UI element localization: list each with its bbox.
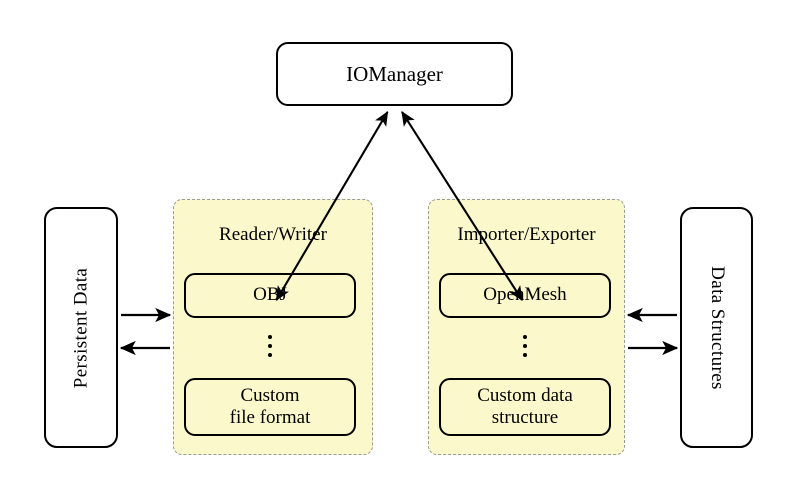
persistent-data-label: Persistent Data <box>70 267 92 388</box>
importer-exporter-ellipsis <box>439 330 611 362</box>
data-structures-box[interactable]: Data Structures <box>680 207 753 448</box>
reader-writer-ellipsis <box>184 330 356 362</box>
persistent-data-box[interactable]: Persistent Data <box>44 207 118 448</box>
item-openmesh[interactable]: OpenMesh <box>439 273 611 318</box>
data-structures-label: Data Structures <box>706 265 728 390</box>
item-custom-file-format[interactable]: Custom file format <box>184 378 356 436</box>
panel-reader-writer-title: Reader/Writer <box>219 224 327 245</box>
item-custom-data-structure-line2: structure <box>491 407 559 428</box>
item-obj[interactable]: OBJ <box>184 273 356 318</box>
item-custom-file-format-line2: file format <box>229 407 311 428</box>
item-openmesh-label: OpenMesh <box>483 284 567 306</box>
item-custom-file-format-line1: Custom <box>240 384 300 406</box>
item-custom-data-structure[interactable]: Custom data structure <box>439 378 611 436</box>
iomanager-label: IOManager <box>346 61 443 86</box>
item-custom-data-structure-line1: Custom data <box>477 384 573 406</box>
item-obj-label: OBJ <box>253 284 287 306</box>
iomanager-box[interactable]: IOManager <box>276 42 513 106</box>
panel-importer-exporter-title: Importer/Exporter <box>457 224 596 245</box>
